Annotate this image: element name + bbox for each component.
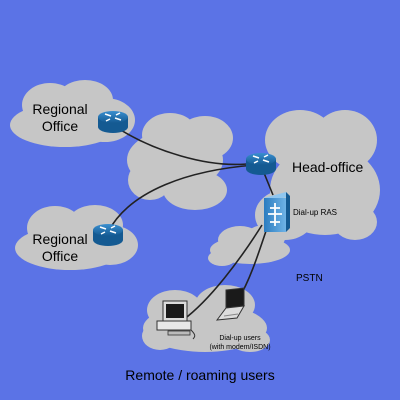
laptop-icon bbox=[215, 287, 245, 321]
cloud-head-office bbox=[255, 110, 380, 240]
regional-office-bottom-label-line1: Regional bbox=[32, 231, 87, 247]
dialup-ras-label: Dial-up RAS bbox=[293, 208, 337, 217]
desktop-computer-icon bbox=[156, 300, 196, 340]
cloud-regional-bottom bbox=[15, 205, 138, 270]
router-icon bbox=[93, 224, 123, 246]
network-links bbox=[107, 124, 274, 321]
link-regional-bottom-to-head bbox=[107, 164, 256, 233]
regional-office-bottom-label-line2: Office bbox=[42, 248, 79, 264]
link-regional-top-to-head bbox=[112, 124, 256, 166]
dialup-users-label-line1: Dial-up users bbox=[219, 335, 261, 342]
remote-users-label: Remote / roaming users bbox=[125, 367, 274, 383]
router-icon bbox=[98, 111, 128, 133]
router-icon bbox=[246, 153, 276, 175]
regional-office-top-label-line2: Office bbox=[42, 118, 79, 134]
regional-office-top-label-line1: Regional bbox=[32, 101, 87, 117]
link-ras-to-desktop bbox=[182, 224, 263, 321]
head-office-label: Head-office bbox=[292, 159, 364, 175]
cloud-pstn bbox=[208, 225, 290, 266]
dialup-ras-icon bbox=[264, 192, 290, 232]
dialup-users-label-line2: (with modem/ISDN) bbox=[209, 344, 270, 351]
pstn-label: PSTN bbox=[296, 273, 323, 284]
